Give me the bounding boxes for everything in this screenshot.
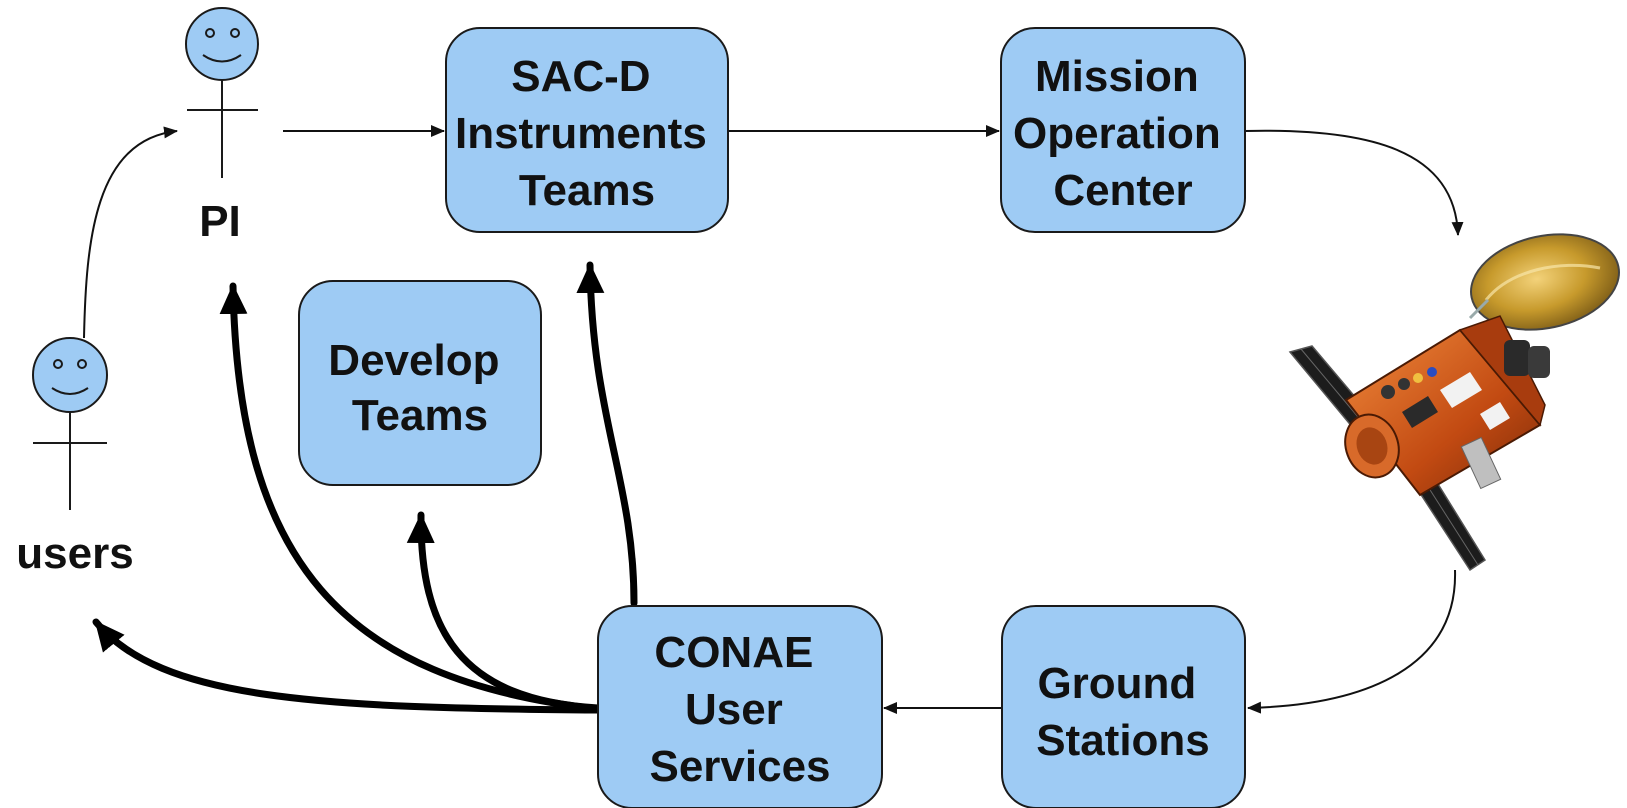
- svg-text:SAC-D Instruments: SAC-D Instruments Teams: [455, 52, 719, 215]
- svg-text:CONAE User Service: CONAE User Services: [649, 628, 830, 791]
- box-line: CONAE: [654, 628, 813, 677]
- conae-user-services-box: CONAE User Services: [597, 605, 883, 808]
- box-line: Teams: [352, 391, 488, 440]
- arrow-conae-to-pi: [219, 282, 602, 713]
- box-line: Stations: [1036, 716, 1210, 765]
- users-actor: users: [16, 337, 134, 578]
- arrow-conae-to-develop: [406, 511, 602, 712]
- svg-text:Develop Teams: Develop Teams: [328, 336, 511, 440]
- box-line: Mission: [1035, 52, 1199, 101]
- mission-operation-center-box: Mission Operation Center: [1000, 27, 1246, 233]
- pi-actor: PI: [185, 7, 259, 246]
- arrow-users-to-pi: [83, 126, 178, 339]
- arrow-conae-to-users: [92, 618, 602, 714]
- box-line: Operation: [1013, 109, 1221, 158]
- box-line: Teams: [519, 166, 655, 215]
- users-label: users: [16, 529, 133, 578]
- develop-teams-box: Develop Teams: [298, 280, 542, 486]
- arrow-satellite-to-ground: [1247, 569, 1457, 714]
- stick-figure-icon: [32, 337, 108, 510]
- arrow-moc-to-satellite: [1244, 129, 1464, 236]
- box-line: User: [685, 685, 783, 734]
- arrow-conae-to-sacd: [576, 261, 638, 607]
- box-line: SAC-D: [511, 52, 650, 101]
- svg-text:Ground Stations: Ground Stations: [1036, 659, 1210, 765]
- satellite-icon: [1288, 233, 1620, 572]
- box-line: Services: [649, 742, 830, 791]
- box-line: Ground: [1037, 659, 1196, 708]
- box-line: Center: [1053, 166, 1192, 215]
- stick-figure-icon: [185, 7, 259, 178]
- ground-stations-box: Ground Stations: [1001, 605, 1246, 808]
- pi-label: PI: [199, 197, 241, 246]
- box-line: Instruments: [455, 109, 707, 158]
- box-line: Develop: [328, 336, 499, 385]
- svg-text:Mission Operation: Mission Operation Center: [1013, 52, 1233, 215]
- sacd-instruments-teams-box: SAC-D Instruments Teams: [445, 27, 729, 233]
